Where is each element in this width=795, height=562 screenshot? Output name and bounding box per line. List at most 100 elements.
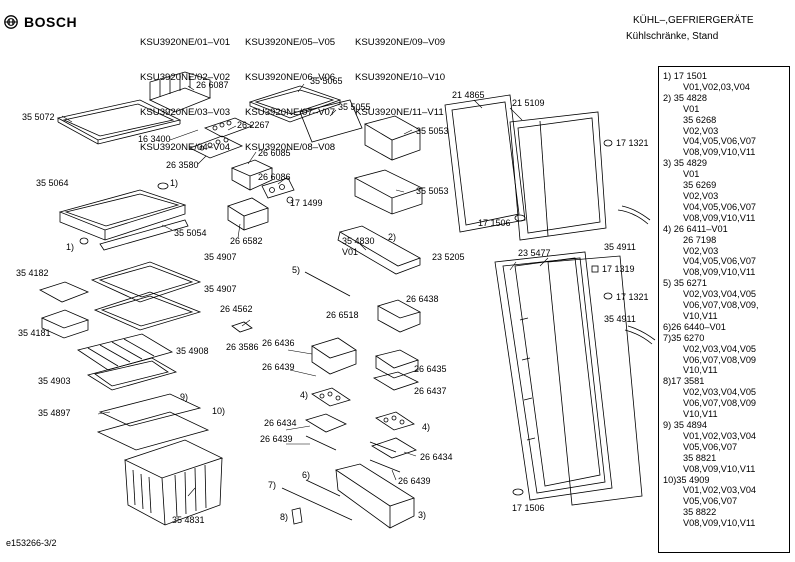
part-label: 26 6439 [262, 362, 295, 372]
part-label: 26 6438 [406, 294, 439, 304]
legend-item: 6)26 6440–V01 [663, 321, 726, 332]
legend-item: V02,V03,V04,V05 [683, 343, 757, 354]
part-label: 26 6086 [258, 172, 291, 182]
callout-label: 7) [268, 480, 276, 490]
part-label: 35 5053 [416, 126, 449, 136]
legend-item: V02,V03,V04,V05 [683, 289, 757, 300]
legend-item: 26 7198 [683, 234, 717, 245]
legend-item: 4) 26 6411–V01 [663, 223, 728, 234]
legend-item: V08,V09,V10,V11 [683, 267, 756, 278]
model-entry: KSU3920NE/07–V07 [245, 106, 336, 118]
legend-item: V08,V09,V10,V11 [683, 147, 756, 158]
legend-item: 35 6269 [683, 180, 717, 191]
part-label: 35 4911 [604, 314, 636, 324]
part-label: 26 6087 [196, 80, 229, 90]
legend-item: 1) 17 1501 [663, 71, 707, 81]
crisper-glass-drawing [96, 393, 210, 451]
part-label: 26 6434 [264, 418, 297, 428]
crisper-shelf-drawing [58, 189, 189, 251]
freezer-door-drawing [444, 94, 607, 241]
model-entry: KSU3920NE/09–V09 [355, 37, 446, 49]
small-drawer-drawing [40, 309, 90, 339]
model-entry: KSU3920NE/08–V08 [245, 141, 336, 153]
part-label: 17 1321 [616, 292, 649, 302]
retainer-rod-drawing [281, 487, 353, 521]
glass-shelf-drawing [56, 99, 182, 145]
model-entry: KSU3920NE/06–V06 [245, 71, 336, 83]
legend-item: V05,V06,V07 [683, 441, 738, 452]
part-labels: 35 5072 26 6087 35 5065 26 2267 16 3400 … [16, 76, 649, 525]
part-drawings [38, 71, 656, 529]
legend-item: V01 [683, 169, 700, 180]
brand-name: BOSCH [24, 14, 78, 30]
bottle-rod-drawing [304, 271, 351, 297]
part-label: 26 6518 [326, 310, 359, 320]
part-label: 26 3580 [166, 160, 199, 170]
legend-item: 35 8821 [683, 452, 717, 463]
legend-item: V04,V05,V06,V07 [683, 136, 757, 147]
legend-item: V06,V07,V08,V09 [683, 398, 757, 409]
part-label: 35 4182 [16, 268, 49, 278]
legend-item: V06,V07,V08,V09 [683, 354, 757, 365]
part-label: 26 2267 [237, 120, 270, 130]
callout-labels: 1) 1) 2) 5) 4) 4) 9) 10) 6) 7) 3) 8) [66, 178, 430, 522]
bottle-bin-drawing [305, 463, 415, 529]
part-label: 23 5477 [518, 248, 551, 258]
legend-item: V10,V11 [683, 409, 718, 420]
category-subtitle: Kühlschränke, Stand [626, 31, 719, 42]
part-label: 26 6435 [414, 364, 447, 374]
legend-item: 35 8822 [683, 507, 717, 518]
legend-item: V02,V03 [683, 125, 719, 136]
legend-item: V01 [683, 103, 700, 114]
callout-label: 5) [292, 265, 300, 275]
part-label: 35 5065 [310, 76, 343, 86]
cover-plate-drawing [299, 99, 363, 143]
model-column-1: KSU3920NE/01–V01 KSU3920NE/02–V02 KSU392… [140, 14, 230, 165]
part-label: 17 1319 [602, 264, 635, 274]
part-label: 35 4907 [204, 252, 237, 262]
part-label: 26 6439 [398, 476, 431, 486]
divider-rack-drawing [148, 71, 212, 113]
legend-item: V08,V09,V10,V11 [683, 463, 756, 474]
fridge-door-drawing [494, 251, 643, 506]
bosch-armature-logo-icon [4, 15, 18, 29]
callout-label: 10) [212, 406, 225, 416]
door-racks-drawing [311, 337, 420, 391]
part-label: 35 4907 [204, 284, 237, 294]
part-label: 26 6439 [260, 434, 293, 444]
legend-item: 35 6268 [683, 114, 717, 125]
part-label: 26 6437 [414, 386, 447, 396]
part-label: 35 5054 [174, 228, 207, 238]
part-label: 35 5055 [338, 102, 371, 112]
model-entry: KSU3920NE/04–V04 [140, 141, 231, 153]
small-racks-drawing [305, 413, 417, 473]
part-label: 26 3586 [226, 342, 259, 352]
model-entry: KSU3920NE/11–V11 [355, 106, 444, 118]
part-label: 35 4897 [38, 408, 71, 418]
vegetable-drawer-drawing [77, 333, 178, 391]
category-title: KÜHL–,GEFRIERGERÄTE [633, 15, 754, 26]
legend-item: 3) 35 4829 [663, 158, 707, 169]
legend-item: V02,V03,V04,V05 [683, 387, 757, 398]
part-label: 35 5064 [36, 178, 69, 188]
small-shelf-drawing [38, 281, 90, 303]
model-entry: KSU3920NE/05–V05 [245, 37, 336, 49]
door-shelf-drawing [337, 225, 421, 275]
legend-item: V04,V05,V06,V07 [683, 256, 757, 267]
part-label: 26 6436 [262, 338, 295, 348]
part-label: 35 5053 [416, 186, 449, 196]
model-column-2: KSU3920NE/05–V05 KSU3920NE/06–V06 KSU392… [245, 14, 335, 165]
part-label: 21 5109 [512, 98, 545, 108]
legend-item: V08,V09,V10,V11 [683, 212, 756, 223]
leader-lines [61, 83, 549, 497]
part-label: 35 5072 [22, 112, 55, 122]
part-label: 17 1499 [290, 198, 323, 208]
callout-label: 9) [180, 392, 188, 402]
part-label: 26 6085 [258, 148, 291, 158]
part-label: 17 1321 [616, 138, 649, 148]
legend-item: V08,V09,V10,V11 [683, 518, 756, 529]
brand-block: BOSCH [4, 14, 77, 30]
legend-item: V10,V11 [683, 365, 718, 376]
